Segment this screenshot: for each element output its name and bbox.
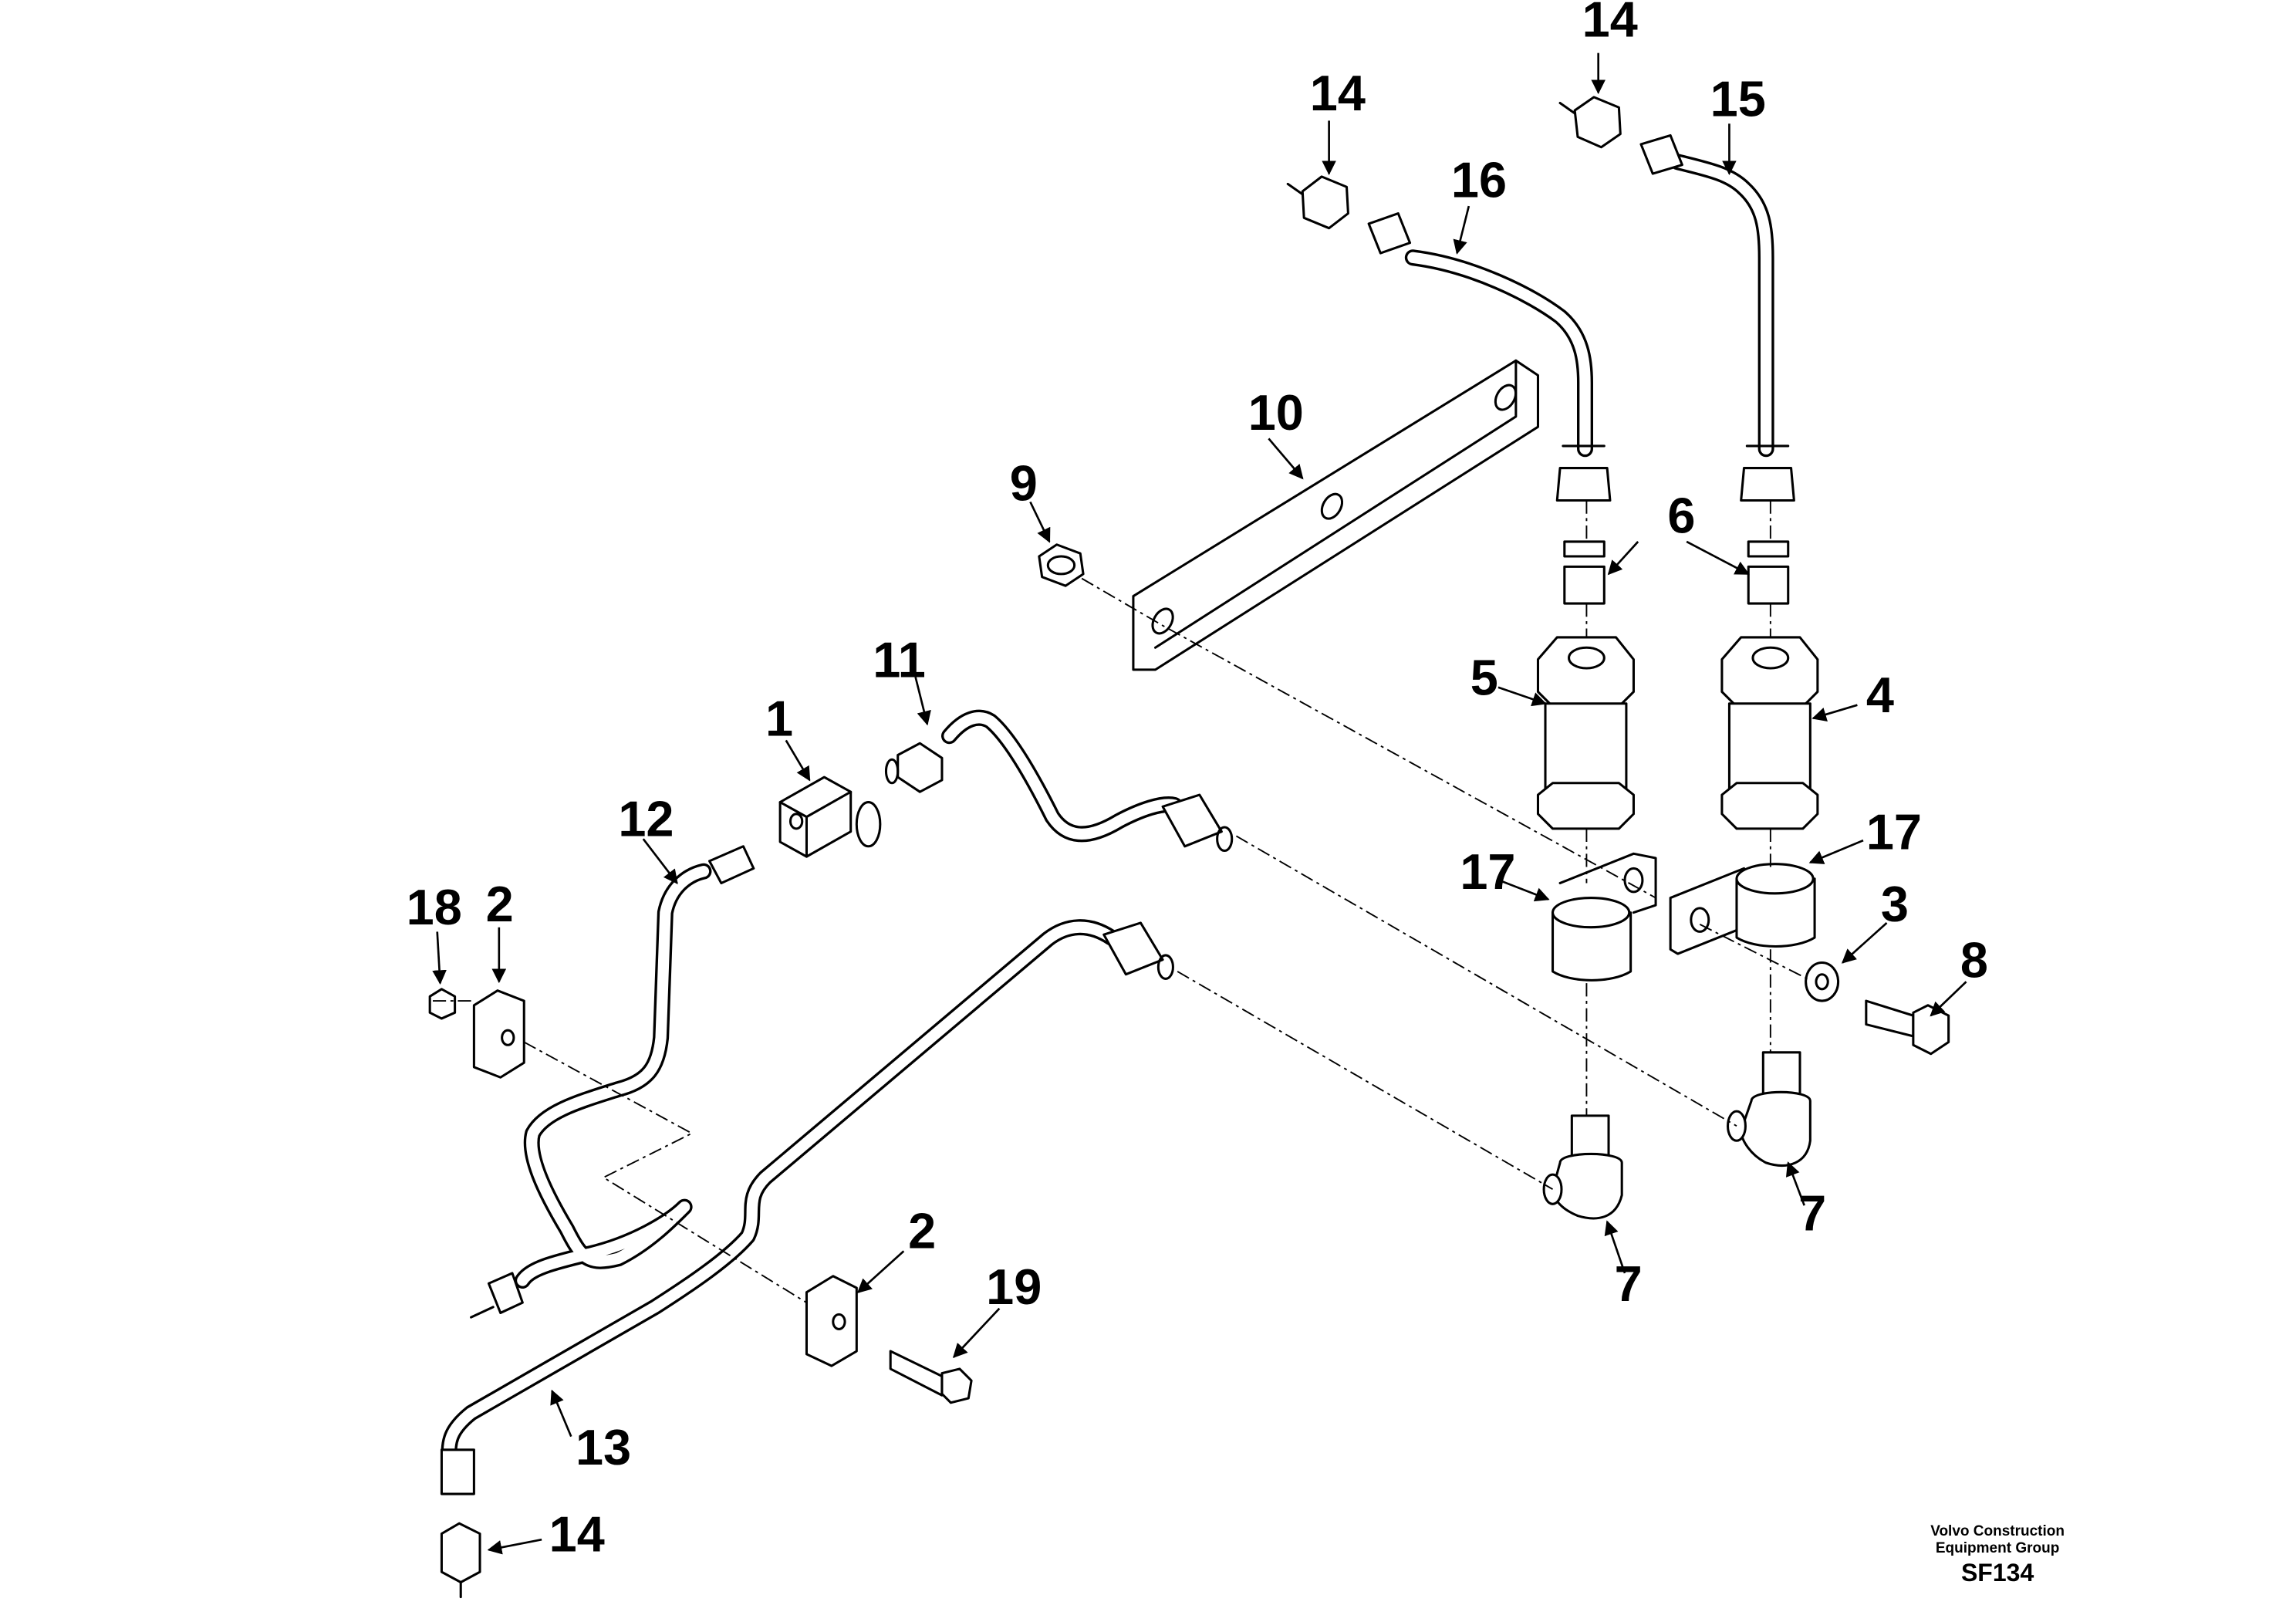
clamp-block-2-lower (805, 1275, 858, 1367)
filter-4 (1720, 636, 1819, 830)
nut-18 (428, 988, 457, 1020)
label-14-bottom: 14 (549, 1505, 605, 1562)
label-9: 9 (1010, 455, 1038, 512)
imprint-line-1: Volvo Construction (1930, 1523, 2065, 1539)
bracket-10 (1132, 359, 1539, 671)
label-5: 5 (1470, 649, 1498, 705)
bolt-8 (1865, 999, 1950, 1056)
nut-9 (1038, 543, 1085, 587)
tee-fitting-1 (778, 776, 882, 858)
label-6: 6 (1667, 487, 1695, 543)
fitting-13-end (1102, 921, 1174, 980)
label-15: 15 (1710, 71, 1766, 127)
pipe-15 (1670, 154, 1774, 458)
label-19: 19 (986, 1259, 1042, 1315)
label-7-right: 7 (1798, 1185, 1826, 1242)
pipe-16 (1404, 249, 1594, 458)
label-13: 13 (576, 1419, 631, 1475)
adapter-6-right (1740, 444, 1795, 605)
label-12: 12 (618, 790, 674, 846)
pipe-11 (941, 709, 1183, 843)
nut-14-top-center (1286, 175, 1412, 255)
nut-14-top-right (1558, 96, 1683, 175)
fitting-12-union (708, 845, 755, 884)
nut-14-bottom (440, 1448, 481, 1599)
label-4: 4 (1866, 667, 1894, 723)
label-14-top-center: 14 (1310, 65, 1366, 121)
elbow-7-left (1542, 1114, 1623, 1220)
fitting-11-union (884, 742, 944, 793)
label-14-top-right: 14 (1582, 0, 1638, 48)
imprint-line-2: Equipment Group (1935, 1540, 2060, 1556)
label-17-right: 17 (1866, 804, 1922, 860)
publisher-imprint: Volvo Construction Equipment Group SF134 (1930, 1523, 2065, 1588)
label-11: 11 (873, 631, 926, 688)
label-8: 8 (1960, 932, 1988, 988)
label-2-upper: 2 (486, 876, 514, 932)
elbow-7-right (1727, 1051, 1811, 1167)
label-1: 1 (765, 691, 793, 747)
figure-code: SF134 (1960, 1559, 2034, 1587)
label-3: 3 (1881, 876, 1909, 932)
filter-5 (1536, 636, 1635, 830)
washer-3 (1805, 961, 1840, 1002)
assembly-lines (430, 500, 1808, 1303)
label-16: 16 (1451, 152, 1507, 208)
label-2-lower: 2 (908, 1203, 936, 1259)
pipe-13 (441, 919, 1119, 1465)
label-7-left: 7 (1615, 1255, 1643, 1312)
clamp-17-right (1669, 863, 1816, 955)
fitting-12-end (470, 1272, 524, 1319)
label-17-left: 17 (1460, 843, 1515, 900)
bolt-19 (889, 1350, 973, 1404)
fitting-11-end (1161, 793, 1234, 853)
label-18: 18 (407, 879, 462, 935)
adapter-6-left (1555, 444, 1612, 605)
clamp-17-left (1551, 852, 1657, 982)
pipe-12 (514, 863, 712, 1289)
label-10: 10 (1248, 384, 1304, 441)
clamp-block-2-upper (472, 989, 525, 1079)
